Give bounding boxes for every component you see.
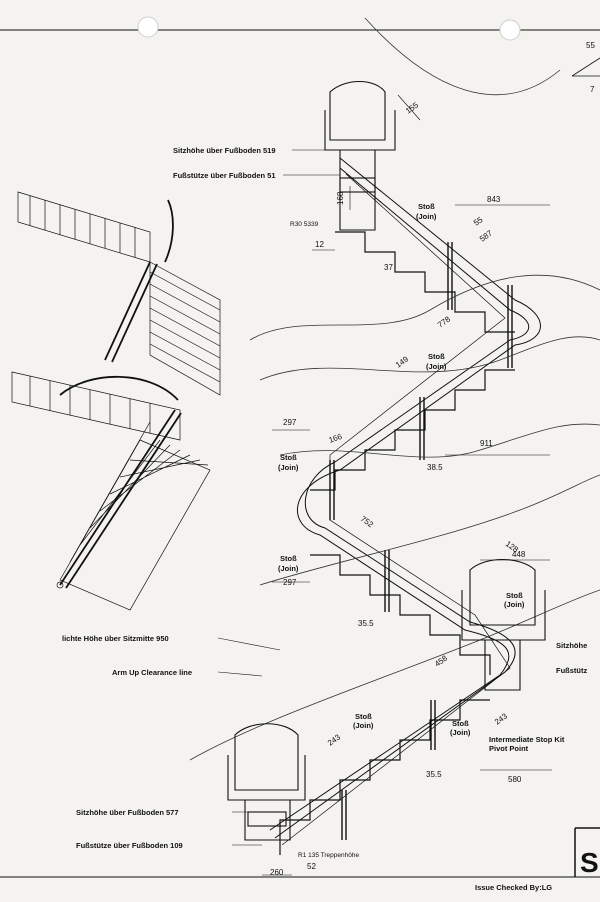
label-lichte: lichte Höhe über Sitzmitte 950 <box>62 634 169 643</box>
chair-bottom <box>227 723 306 841</box>
label-right-fuss: Fußstütz <box>556 666 587 675</box>
join-de-5: Stoß <box>506 591 523 600</box>
join-de-6: Stoß <box>355 712 372 721</box>
join-de-1: Stoß <box>418 202 435 211</box>
dim-155: 155 <box>404 100 421 115</box>
dim-911: 911 <box>480 439 493 448</box>
join-en-4: (Join) <box>278 564 299 573</box>
dim-52: 52 <box>307 862 316 871</box>
dim-587: 587 <box>478 228 495 243</box>
join-en-2: (Join) <box>426 362 447 371</box>
label-issue: Issue Checked By:LG <box>475 883 552 892</box>
dim-297-top: 297 <box>283 418 297 427</box>
dim-243-right: 243 <box>493 711 510 726</box>
chair-right <box>461 559 546 691</box>
dim-166: 166 <box>328 432 344 445</box>
dim-35-5-top: 35.5 <box>358 619 374 628</box>
label-fuss-top: Fußstütze über Fußboden 51 <box>173 171 276 180</box>
support-posts <box>329 242 513 840</box>
dim-37: 37 <box>384 263 393 272</box>
dimension-lines <box>262 94 552 876</box>
dim-168: 168 <box>336 191 345 205</box>
chair-top <box>324 81 396 231</box>
join-en-6: (Join) <box>353 721 374 730</box>
dim-458: 458 <box>433 653 450 668</box>
corner-number-bottom: 7 <box>590 85 595 94</box>
dim-260: 260 <box>270 868 284 877</box>
label-right-sitz: Sitzhöhe <box>556 641 587 650</box>
dim-35-5-bottom: 35.5 <box>426 770 442 779</box>
dim-38-5: 38.5 <box>427 463 443 472</box>
join-en-7: (Join) <box>450 728 471 737</box>
leader-lines <box>217 149 340 846</box>
label-arm-up: Arm Up Clearance line <box>112 668 192 677</box>
title-letter: S <box>580 847 599 878</box>
punch-hole-left <box>137 16 159 38</box>
dim-580: 580 <box>508 775 522 784</box>
corner-number-top: 55 <box>586 41 595 50</box>
corner-triangle <box>571 57 600 77</box>
join-de-3: Stoß <box>280 453 297 462</box>
join-de-4: Stoß <box>280 554 297 563</box>
label-r30: R30 5339 <box>290 221 319 228</box>
dim-752: 752 <box>359 514 376 529</box>
dim-243-left: 243 <box>326 732 343 747</box>
label-intermediate: Intermediate Stop Kit <box>489 735 565 744</box>
dim-12: 12 <box>315 240 324 249</box>
dim-843: 843 <box>487 195 501 204</box>
dim-55: 55 <box>472 215 485 228</box>
join-labels: Stoß (Join) Stoß (Join) Stoß (Join) Stoß… <box>278 202 525 737</box>
join-en-1: (Join) <box>416 212 437 221</box>
join-de-7: Stoß <box>452 719 469 728</box>
dim-149: 149 <box>394 354 411 369</box>
dim-778: 778 <box>436 314 453 329</box>
join-en-3: (Join) <box>278 463 299 472</box>
label-fuss-bottom: Fußstütze über Fußboden 109 <box>76 841 183 850</box>
label-sitz-bottom: Sitzhöhe über Fußboden 577 <box>76 808 179 817</box>
join-en-5: (Join) <box>504 600 525 609</box>
callouts: Sitzhöhe über Fußboden 519 Fußstütze übe… <box>62 146 587 892</box>
clearance-lines <box>189 17 600 761</box>
label-sitz-top: Sitzhöhe über Fußboden 519 <box>173 146 276 155</box>
join-de-2: Stoß <box>428 352 445 361</box>
punch-hole-right <box>499 19 521 41</box>
isometric-view <box>11 191 221 611</box>
label-treppen: R1 135 Treppenhöhe <box>298 852 359 859</box>
dim-297-bottom: 297 <box>283 578 297 587</box>
dim-448: 448 <box>512 550 526 559</box>
label-pivot: Pivot Point <box>489 744 529 753</box>
